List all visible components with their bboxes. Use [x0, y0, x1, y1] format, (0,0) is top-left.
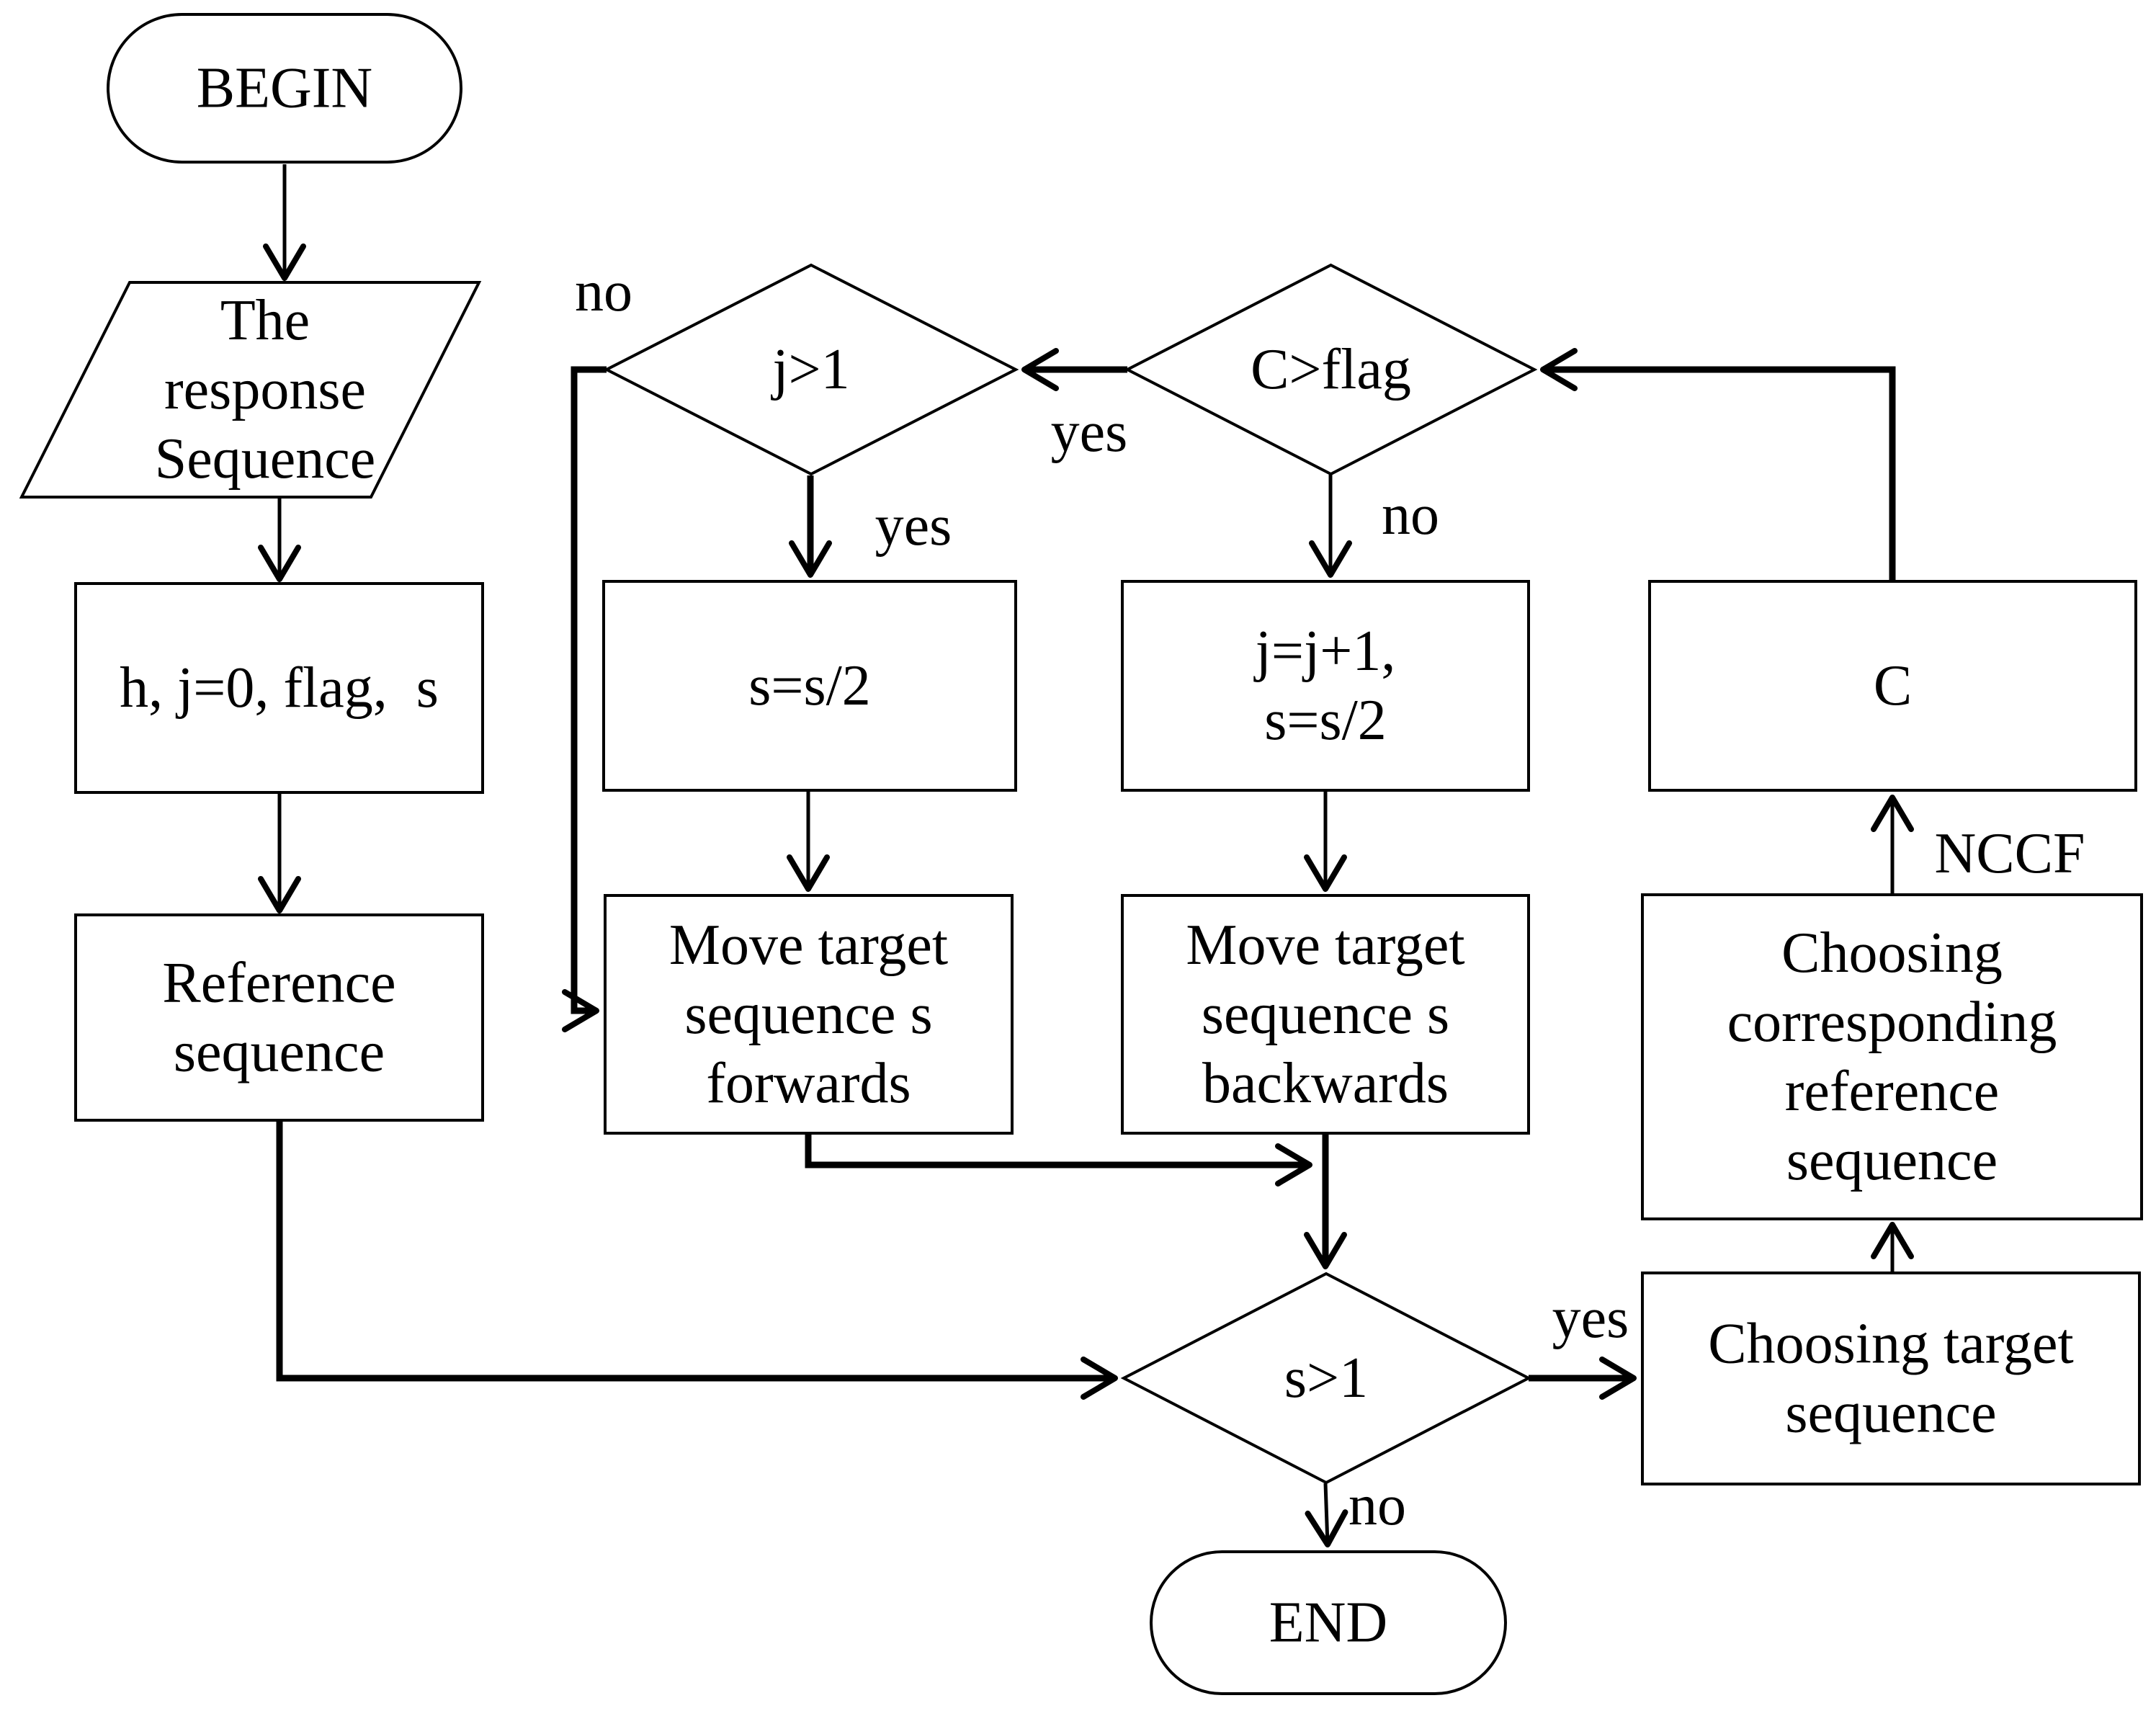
node-c-gt-flag-shape: [1124, 263, 1538, 476]
edge-j-gt-1-no-to-move-forwards: [562, 366, 607, 1032]
node-end: END: [1150, 1550, 1507, 1695]
node-begin-shape: [107, 13, 462, 164]
edge-s-gt-1-no-to-end: [1305, 1483, 1348, 1547]
edge-s-gt-1-yes-to-choose-target-label: yes: [1552, 1287, 1629, 1350]
node-move-forwards-label: sequence s: [684, 983, 932, 1046]
node-move-backwards-label: sequence s: [1202, 983, 1449, 1046]
node-j-gt-1-label: j>1: [770, 338, 849, 401]
node-begin-label: BEGIN: [197, 57, 372, 120]
node-choose-target-label: Choosing target: [1708, 1313, 2073, 1376]
node-j-inc-s-half-label: j=j+1,: [1253, 620, 1396, 683]
node-c-box: C: [1648, 580, 2137, 792]
node-s-gt-1-shape: [1120, 1272, 1532, 1485]
node-c-gt-flag: C>flag: [1124, 263, 1538, 476]
node-choose-ref-label: sequence: [1786, 1129, 1998, 1192]
edges-layer: [258, 164, 1914, 1547]
edge-choose-ref-to-c-label: NCCF: [1935, 822, 2085, 885]
node-end-shape: [1150, 1550, 1507, 1695]
node-c-box-label: C: [1874, 654, 1912, 718]
node-c-gt-flag-label: C>flag: [1251, 338, 1411, 401]
node-j-inc-s-half-label: s=s/2: [1264, 689, 1387, 752]
node-end-label: END: [1269, 1591, 1387, 1655]
node-choose-ref-label: Choosing: [1781, 921, 2003, 985]
node-begin: BEGIN: [107, 13, 462, 164]
node-move-backwards-label: backwards: [1202, 1052, 1449, 1115]
node-init: h, j=0, flag, s: [74, 582, 484, 794]
node-choose-ref-shape: [1641, 893, 2143, 1220]
node-choose-target-shape: [1641, 1272, 2141, 1485]
node-response-sequence-label: The: [220, 289, 310, 352]
node-move-forwards-shape: [604, 894, 1014, 1135]
edge-j-gt-1-no-to-move-forwards-label: no: [575, 260, 632, 323]
node-s-gt-1: s>1: [1120, 1272, 1532, 1485]
edge-move-forwards-to-junction: [805, 1135, 1312, 1187]
node-move-backwards-label: Move target: [1186, 913, 1464, 977]
node-choose-target-label: sequence: [1785, 1382, 1996, 1445]
node-init-label: h, j=0, flag, s: [120, 656, 439, 720]
node-reference-sequence-label: Reference: [162, 952, 395, 1015]
node-s-half: s=s/2: [602, 580, 1017, 792]
node-reference-sequence-shape: [74, 913, 484, 1122]
node-j-inc-s-half-shape: [1121, 580, 1530, 792]
edge-j-gt-1-yes-to-s-half-label: yes: [875, 494, 952, 558]
node-j-inc-s-half: j=j+1,s=s/2: [1121, 580, 1530, 792]
node-choose-ref-label: corresponding: [1727, 991, 2057, 1054]
node-move-forwards-label: Move target: [669, 913, 948, 977]
edge-reference-to-s-gt-1: [276, 1122, 1118, 1400]
edge-c-gt-flag-no-to-j-inc-label: no: [1382, 483, 1439, 547]
node-response-sequence-label: Sequence: [155, 427, 376, 491]
node-s-half-label: s=s/2: [748, 654, 871, 718]
node-init-shape: [74, 582, 484, 794]
edge-s-gt-1-no-to-end-label: no: [1348, 1474, 1406, 1537]
node-reference-sequence-label: sequence: [174, 1021, 385, 1084]
node-move-forwards-label: forwards: [706, 1052, 911, 1115]
node-j-gt-1-shape: [603, 263, 1019, 476]
node-j-gt-1: j>1: [603, 263, 1019, 476]
node-c-box-shape: [1648, 580, 2137, 792]
node-s-half-shape: [602, 580, 1017, 792]
edge-c-to-c-gt-flag: [1540, 348, 1896, 581]
node-choose-ref-label: reference: [1785, 1060, 1999, 1123]
edge-c-gt-flag-yes-to-j-gt-1-label: yes: [1051, 401, 1128, 464]
node-s-gt-1-label: s>1: [1284, 1346, 1368, 1410]
node-response-sequence-label: response: [164, 358, 366, 421]
node-response-sequence-shape: [19, 281, 482, 499]
node-move-backwards-shape: [1121, 894, 1530, 1135]
